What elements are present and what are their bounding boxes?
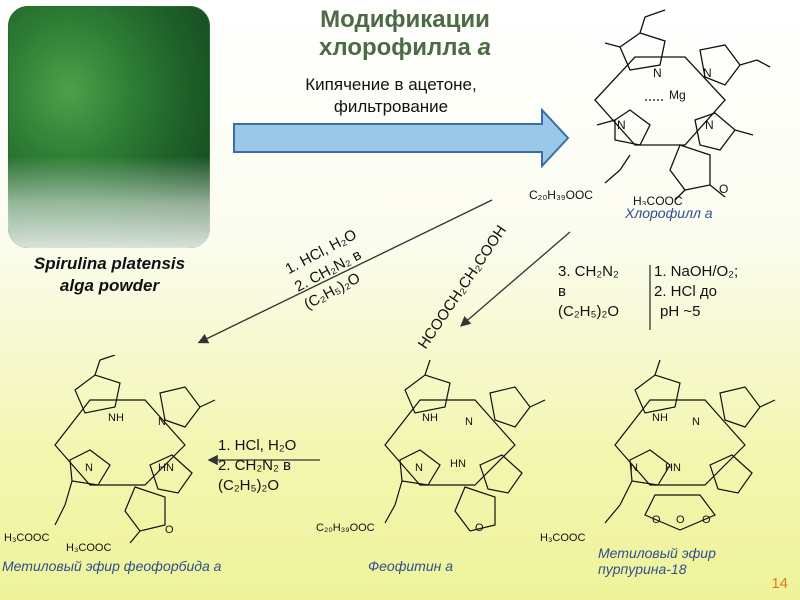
svg-text:O: O [475, 522, 484, 534]
methyl-pheophorbide-caption: Метиловый эфир феофорбида а [2, 558, 222, 574]
svg-text:C₂₀H₃₉OOC: C₂₀H₃₉OOC [316, 522, 375, 534]
svg-text:HN: HN [665, 462, 681, 474]
svg-text:NH: NH [108, 412, 124, 424]
svg-text:N: N [705, 118, 714, 132]
page-number: 14 [771, 575, 788, 592]
main-arrow [233, 108, 570, 168]
svg-text:H₃COOC: H₃COOC [540, 532, 585, 544]
svg-text:O: O [652, 514, 661, 526]
purpurin-caption: Метиловый эфир пурпурина-18 [598, 545, 716, 577]
bottom-reagents: 1. HCl, H₂O 2. CH₂N₂ в (C₂H₅)₂O [218, 437, 297, 494]
photo-caption: Spirulina platensis alga powder [33, 254, 186, 295]
svg-text:O: O [702, 514, 711, 526]
svg-text:H₃COOC: H₃COOC [66, 542, 111, 554]
right-reagents-right: 1. NaOH/O₂; 2. HCl до pH ~5 [654, 263, 739, 320]
svg-text:O: O [676, 514, 685, 526]
methyl-pheophorbide-structure: NH N N HN O H₃COOC H₃COOC [4, 355, 216, 554]
svg-text:N: N [653, 66, 662, 80]
svg-text:N: N [692, 416, 700, 428]
svg-text:H₃COOC: H₃COOC [633, 194, 683, 205]
svg-text:H₃COOC: H₃COOC [4, 532, 49, 544]
slide-title: Модификации хлорофилла а [319, 6, 491, 61]
svg-text:N: N [617, 118, 626, 132]
boil-condition: Кипячение в ацетоне, фильтрование [305, 75, 477, 116]
pheophytin-structure: NH N N HN O C₂₀H₃₉OOC [316, 359, 546, 534]
spirulina-photo [8, 6, 210, 248]
svg-text:HN: HN [450, 458, 466, 470]
chlorophyll-caption: Хлорофилл а [625, 205, 713, 221]
svg-text:N: N [703, 66, 712, 80]
pheophytin-caption: Феофитин а [368, 558, 454, 574]
svg-text:N: N [465, 416, 473, 428]
svg-text:N: N [415, 462, 423, 474]
phytyl-ester-label: C₂₀H₃₉OOC [529, 188, 593, 202]
svg-text:HN: HN [158, 462, 174, 474]
svg-text:O: O [165, 524, 174, 536]
chlorophyll-structure: N N Mg N N O C₂₀H₃₉OOC H₃COOC [529, 9, 771, 205]
purpurin-structure: NH N N HN O O O H₃COOC [540, 359, 776, 544]
svg-text:N: N [158, 416, 166, 428]
svg-text:N: N [630, 462, 638, 474]
svg-text:Mg: Mg [669, 88, 686, 102]
right-reagents-left: 3. CH₂N₂ в (C₂H₅)₂O [558, 263, 620, 320]
svg-text:NH: NH [422, 412, 438, 424]
svg-text:NH: NH [652, 412, 668, 424]
bottom-structures: NH N N HN O H₃COOC H₃COOC NH N N HN O C₂… [4, 355, 776, 554]
svg-text:N: N [85, 462, 93, 474]
svg-text:O: O [719, 182, 728, 196]
